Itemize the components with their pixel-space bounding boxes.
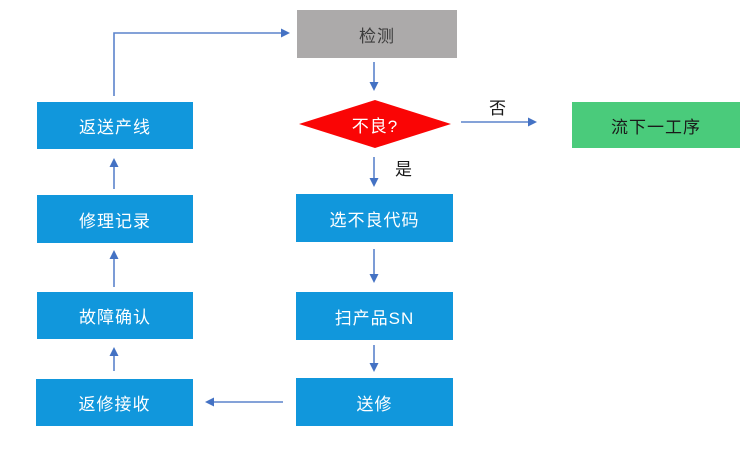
node-send-repair-label: 送修 bbox=[356, 394, 393, 414]
node-select-defect-code-label: 选不良代码 bbox=[329, 210, 420, 230]
node-next-process: 流下一工序 bbox=[572, 102, 740, 148]
node-select-defect-code: 选不良代码 bbox=[296, 194, 453, 242]
node-detection: 检测 bbox=[297, 10, 457, 58]
node-detection-label: 检测 bbox=[359, 26, 395, 46]
node-scan-product-sn: 扫产品SN bbox=[296, 292, 453, 340]
node-repair-record-label: 修理记录 bbox=[79, 211, 151, 231]
node-defective-decision: 不良? bbox=[299, 100, 451, 148]
node-fault-confirm-label: 故障确认 bbox=[79, 308, 151, 327]
node-repair-record: 修理记录 bbox=[37, 195, 193, 243]
edge-label-no: 否 bbox=[489, 99, 506, 118]
node-next-process-label: 流下一工序 bbox=[611, 117, 701, 137]
node-fault-confirm: 故障确认 bbox=[37, 292, 193, 339]
node-send-repair: 送修 bbox=[296, 378, 453, 426]
node-return-line: 返送产线 bbox=[37, 102, 193, 149]
node-repair-receive-label: 返修接收 bbox=[78, 395, 151, 414]
node-defective-decision-label: 不良? bbox=[351, 116, 399, 136]
arrow-return-line-to-detection bbox=[113, 28, 290, 96]
edge-label-yes: 是 bbox=[395, 160, 412, 179]
node-scan-product-sn-label: 扫产品SN bbox=[334, 308, 415, 328]
node-return-line-label: 返送产线 bbox=[79, 118, 151, 137]
node-repair-receive: 返修接收 bbox=[36, 379, 193, 426]
